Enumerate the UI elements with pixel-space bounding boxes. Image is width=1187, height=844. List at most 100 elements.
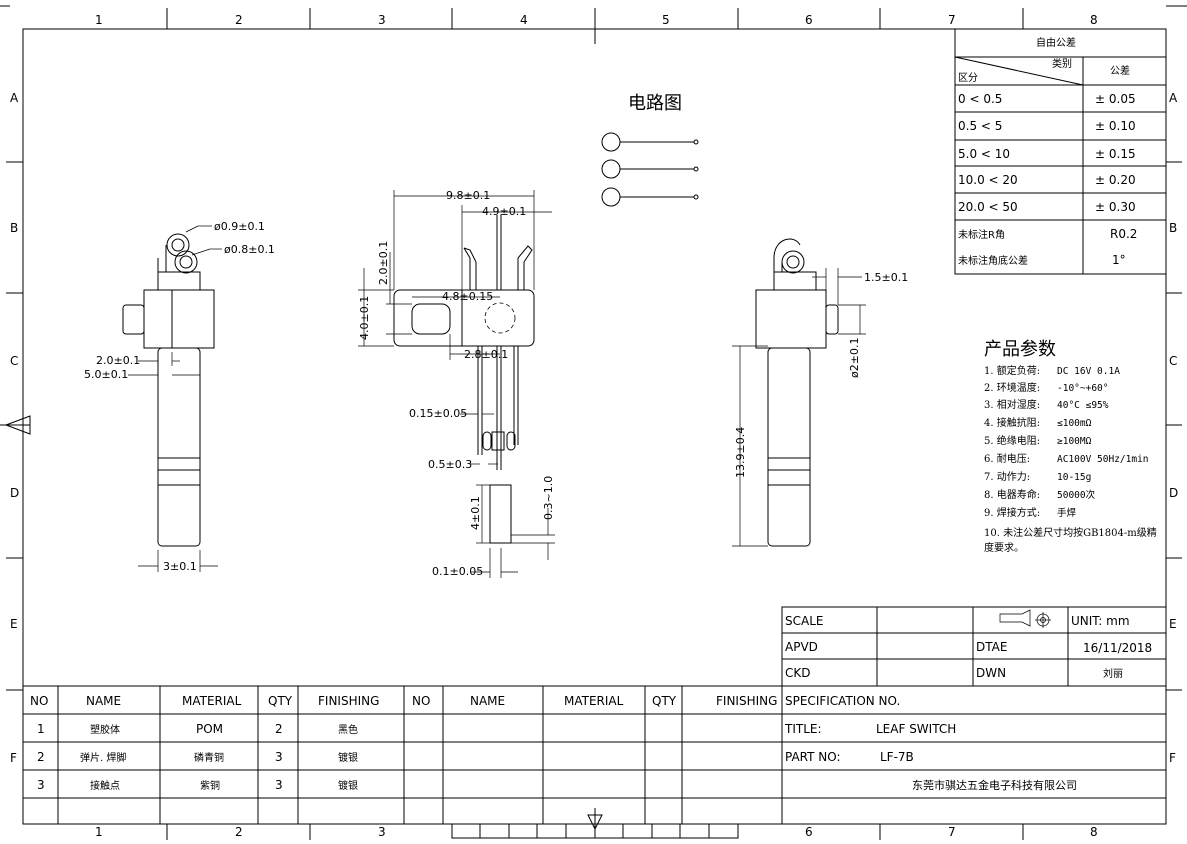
param-key: 9. 焊接方式: (984, 506, 1040, 519)
row-label: A (10, 91, 19, 105)
bom-table (23, 685, 1166, 824)
dim-label: 4.8±0.15 (442, 290, 493, 303)
tolerance-header: 区分 (958, 72, 978, 84)
dim-label: 4±0.1 (469, 496, 482, 530)
bom-header: NAME (86, 694, 121, 708)
spec-label: SPECIFICATION NO. (785, 694, 900, 708)
dim-label: 9.8±0.1 (446, 189, 490, 202)
title-label: TITLE: (784, 722, 822, 736)
dim-label: 5.0±0.1 (84, 368, 128, 381)
row-ticks (6, 161, 1182, 691)
bom-header: NO (30, 694, 48, 708)
tolerance-value: ± 0.10 (1095, 119, 1136, 133)
title-block (781, 606, 1167, 687)
bom-finishing: 镀银 (338, 751, 358, 764)
dim-label: 4.0±0.1 (358, 296, 371, 340)
bom-rows: 1 塑胶体 POM 2 黑色 2 弹片. 焊脚 磷青铜 3 镀银 3 接触点 紫… (37, 722, 358, 792)
params-note: 10. 未注公差尺寸均按GB1804-m级精 (984, 526, 1157, 539)
tolerance-range: 10.0 < 20 (958, 173, 1018, 187)
side-view-left (122, 225, 222, 572)
circuit-title: 电路图 (628, 93, 682, 114)
tolerance-rows: 0 < 0.5 ± 0.05 0.5 < 5 ± 0.10 5.0 < 10 ±… (958, 92, 1136, 214)
tolerance-angle-value: 1° (1112, 253, 1126, 267)
column-labels: 1 2 3 4 5 6 7 8 1 2 3 6 7 8 (95, 13, 1098, 839)
tolerance-value: ± 0.05 (1095, 92, 1136, 106)
col-label: 3 (378, 13, 386, 27)
bom-header: QTY (268, 694, 293, 708)
col-label: 3 (378, 825, 386, 839)
param-value: DC 16V 0.1A (1057, 366, 1120, 377)
circuit-diagram (601, 132, 699, 207)
param-value: -10°~+60° (1057, 383, 1108, 394)
param-value: 50000次 (1057, 489, 1096, 501)
param-key: 8. 电器寿命: (984, 488, 1040, 501)
bom-finishing: 镀银 (338, 779, 358, 792)
col-label: 4 (520, 13, 528, 27)
bom-header: MATERIAL (564, 694, 624, 708)
row-label: B (1169, 221, 1177, 235)
column-ticks (166, 8, 1024, 840)
dim-label: 13.9±0.4 (734, 427, 747, 478)
row-label: D (1169, 486, 1178, 500)
col-label: 7 (948, 13, 956, 27)
row-label: E (10, 617, 18, 631)
bom-qty: 3 (275, 778, 283, 792)
tolerance-r-label: 未标注R角 (958, 228, 1005, 241)
bom-no: 2 (37, 750, 45, 764)
bom-headers: NO NAME MATERIAL QTY FINISHING NO NAME M… (30, 694, 777, 708)
part-value: LF-7B (880, 750, 914, 764)
date-label: DTAE (976, 640, 1007, 654)
bom-header: FINISHING (318, 694, 379, 708)
dim-label: ø0.9±0.1 (214, 220, 265, 233)
tolerance-header: 公差 (1110, 64, 1130, 77)
col-label: 7 (948, 825, 956, 839)
param-value: 10-15g (1057, 472, 1091, 483)
row-label: E (1169, 617, 1177, 631)
col-label: 5 (662, 13, 670, 27)
bom-name: 弹片. 焊脚 (80, 751, 126, 764)
bom-no: 1 (37, 722, 45, 736)
dim-label: 2.8±0.1 (464, 348, 508, 361)
company-name: 东莞市骐达五金电子科技有限公司 (912, 778, 1077, 792)
row-label: C (10, 354, 18, 368)
bom-header: NAME (470, 694, 505, 708)
row-label: D (10, 486, 19, 500)
row-label: F (1169, 751, 1176, 765)
dim-label: ø2±0.1 (848, 338, 861, 378)
bom-material: 紫铜 (200, 780, 220, 792)
col-label: 2 (235, 825, 243, 839)
params-list: 1. 额定负荷: DC 16V 0.1A 2. 环境温度: -10°~+60° … (984, 364, 1149, 519)
part-label: PART NO: (785, 750, 841, 764)
param-key: 2. 环境温度: (984, 381, 1040, 394)
tolerance-value: ± 0.15 (1095, 147, 1136, 161)
dim-label: 0.3~1.0 (542, 476, 555, 520)
unit-label: UNIT: mm (1071, 614, 1130, 628)
param-key: 3. 相对湿度: (984, 398, 1040, 411)
params-title: 产品参数 (984, 339, 1056, 360)
tolerance-angle-label: 未标注角底公差 (958, 254, 1028, 267)
param-key: 6. 耐电压: (984, 452, 1030, 465)
tolerance-title: 自由公差 (1036, 36, 1076, 49)
dim-label: 2.0±0.1 (96, 354, 140, 367)
param-key: 7. 动作力: (984, 470, 1030, 483)
param-value: 手焊 (1057, 507, 1077, 519)
front-view (358, 190, 555, 578)
bom-finishing: 黑色 (338, 723, 358, 736)
dwn-label: DWN (976, 666, 1006, 680)
row-label: A (1169, 91, 1178, 105)
param-value: ≥100MΩ (1057, 436, 1092, 447)
bom-name: 塑胶体 (90, 723, 120, 736)
param-key: 4. 接触抗阻: (984, 416, 1040, 429)
param-value: AC100V 50Hz/1min (1057, 454, 1149, 465)
dim-label: 0.1±0.05 (432, 565, 483, 578)
param-value: ≤100mΩ (1057, 418, 1092, 429)
bom-header: MATERIAL (182, 694, 242, 708)
col-label: 1 (95, 13, 103, 27)
col-label: 2 (235, 13, 243, 27)
col-label: 6 (805, 825, 813, 839)
bom-material: POM (196, 722, 223, 736)
params-note: 度要求。 (984, 541, 1024, 554)
tolerance-value: ± 0.20 (1095, 173, 1136, 187)
col-label: 6 (805, 13, 813, 27)
tolerance-range: 0 < 0.5 (958, 92, 1002, 106)
